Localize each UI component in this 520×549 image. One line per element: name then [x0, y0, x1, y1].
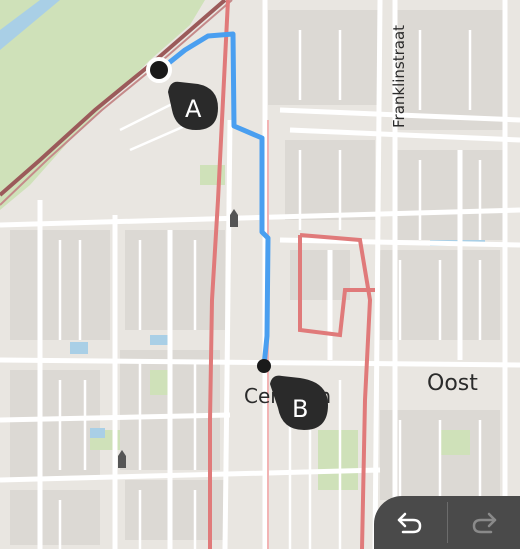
marker-b-label: B [292, 395, 308, 423]
water-channel [0, 0, 60, 50]
street-label-franklinstraat: Franklinstraat [390, 25, 408, 128]
map-controls [374, 496, 520, 549]
redo-arrow-icon [472, 512, 496, 533]
main-roads [208, 0, 375, 549]
marker-a[interactable]: A [168, 81, 218, 130]
landmark-icons [118, 209, 238, 468]
district-label-oost: Oost [427, 371, 478, 396]
marker-a-label: A [185, 95, 202, 123]
undo-arrow-icon [398, 512, 422, 533]
redo-button[interactable] [448, 496, 520, 549]
railway-line [0, 0, 227, 197]
route-end-dot [257, 359, 271, 373]
church-icon [118, 450, 126, 468]
marker-b[interactable]: B [270, 375, 328, 430]
church-icon [230, 209, 238, 227]
undo-button[interactable] [374, 496, 447, 549]
route-start-dot [146, 57, 172, 83]
controls-divider [446, 502, 448, 543]
route-line [157, 31, 271, 369]
